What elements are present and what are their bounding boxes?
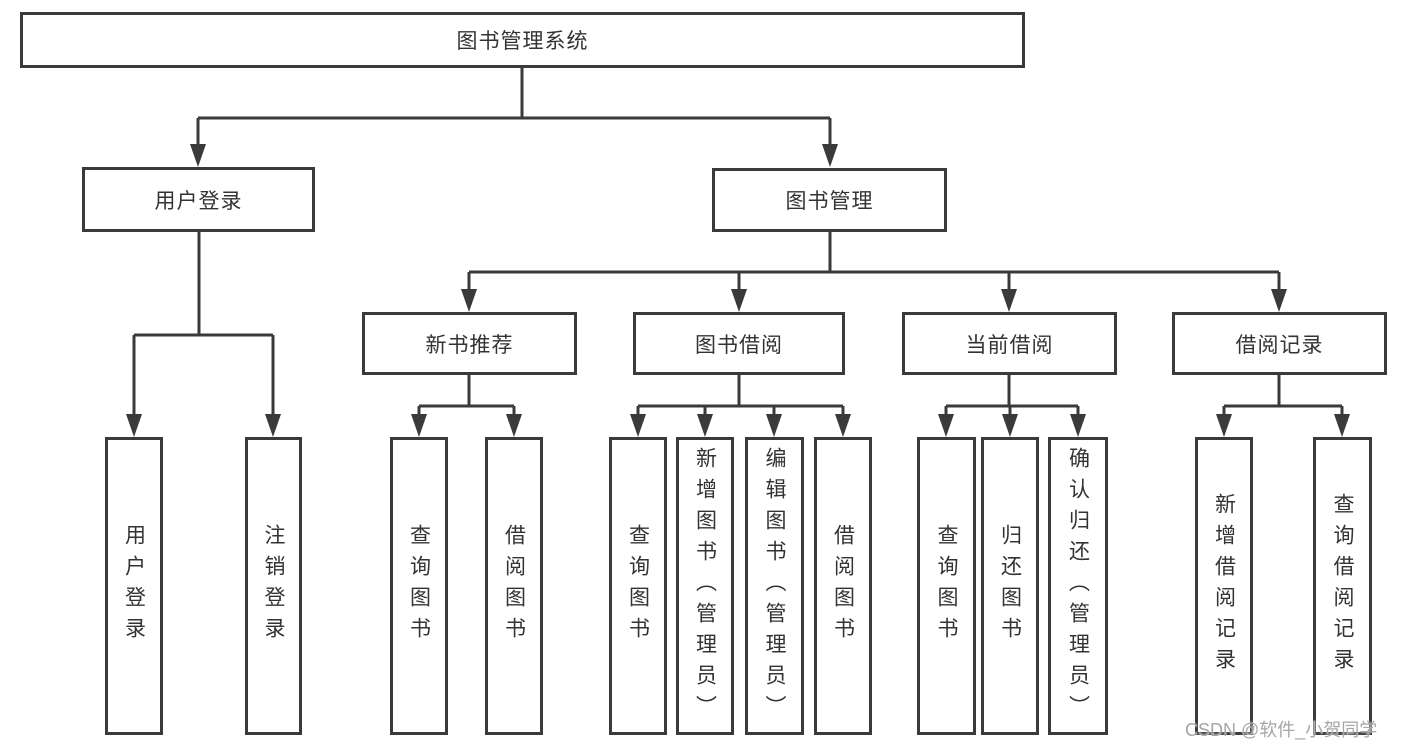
node-user-login: 用户登录 bbox=[82, 167, 315, 232]
node-book-borrowing: 图书借阅 bbox=[633, 312, 845, 375]
watermark: CSDN @软件_小贺同学 bbox=[1185, 720, 1378, 740]
leaf-user-login: 用户登录 bbox=[105, 437, 163, 735]
leaf-records-add-borrow-record: 新增借阅记录 bbox=[1195, 437, 1253, 735]
leaf-logout: 注销登录 bbox=[245, 437, 302, 735]
node-new-book-recommendation: 新书推荐 bbox=[362, 312, 577, 375]
leaf-borrowing-query-books: 查询图书 bbox=[609, 437, 667, 735]
leaf-borrowing-edit-books-admin: 编辑图书（管理员） bbox=[745, 437, 804, 735]
node-current-borrowing: 当前借阅 bbox=[902, 312, 1117, 375]
leaf-current-confirm-return-admin: 确认归还（管理员） bbox=[1048, 437, 1108, 735]
node-library-management-system: 图书管理系统 bbox=[20, 12, 1025, 68]
leaf-current-query-books: 查询图书 bbox=[917, 437, 976, 735]
leaf-records-query-borrow-record: 查询借阅记录 bbox=[1313, 437, 1372, 735]
leaf-borrowing-borrow-books: 借阅图书 bbox=[814, 437, 872, 735]
node-book-management: 图书管理 bbox=[712, 168, 947, 232]
leaf-borrowing-add-books-admin: 新增图书（管理员） bbox=[676, 437, 734, 735]
leaf-newbook-query-books: 查询图书 bbox=[390, 437, 448, 735]
node-borrowing-records: 借阅记录 bbox=[1172, 312, 1387, 375]
leaf-newbook-borrow-books: 借阅图书 bbox=[485, 437, 543, 735]
leaf-current-return-books: 归还图书 bbox=[981, 437, 1039, 735]
